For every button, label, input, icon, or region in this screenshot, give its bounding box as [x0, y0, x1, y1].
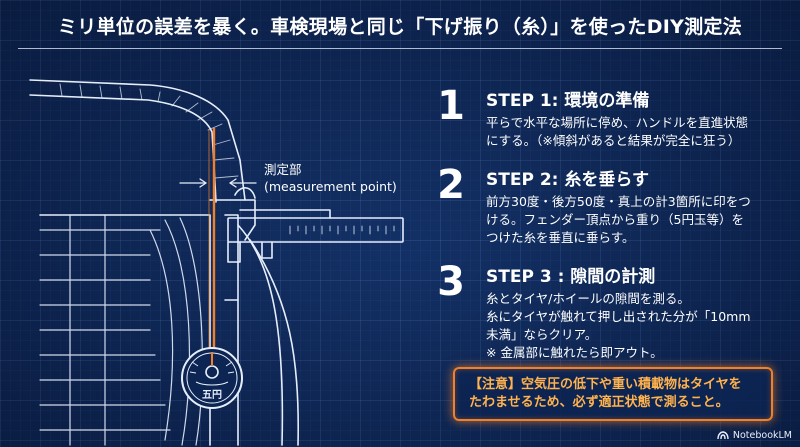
step-1-title: STEP 1: 環境の準備	[486, 91, 650, 111]
measurement-point-label-ja: 測定部	[264, 162, 302, 177]
step-3-title: STEP 3 : 隙間の計測	[486, 267, 656, 287]
measurement-point-label-en: (measurement point)	[264, 179, 397, 194]
notebooklm-icon	[717, 431, 729, 440]
fender-measurement-illustration: 五円	[29, 79, 404, 446]
coin-text: 五円	[202, 389, 222, 401]
step-2: 2 STEP 2: 糸を垂らす 前方30度・後方50度・真上の計3箇所に印をつ …	[436, 163, 786, 245]
step-2-number: 2	[437, 162, 465, 208]
fender-outline	[29, 79, 246, 201]
step-1-number: 1	[437, 83, 465, 129]
plumb-thread	[208, 128, 216, 355]
step-2-title: STEP 2: 糸を垂らす	[486, 170, 650, 190]
title-divider	[18, 48, 782, 49]
step-3-body: 糸とタイヤ/ホイールの隙間を測る。 糸にタイヤが触れて押し出された分が「10mm…	[486, 291, 751, 360]
step-1-body: 平らで水平な場所に停め、ハンドルを直進状態 にする。（※傾斜があると結果が完全に…	[486, 115, 749, 148]
step-3-number: 3	[437, 259, 465, 305]
fender-inner	[29, 94, 217, 203]
step-3: 3 STEP 3 : 隙間の計測 糸とタイヤ/ホイールの隙間を測る。 糸にタイヤ…	[436, 260, 786, 360]
page-title: ミリ単位の誤差を暴く。車検現場と同じ「下げ振り（糸）」を使ったDIY測定法	[57, 16, 743, 38]
step-1: 1 STEP 1: 環境の準備 平らで水平な場所に停め、ハンドルを直進状態 にす…	[436, 84, 786, 150]
step-2-body: 前方30度・後方50度・真上の計3箇所に印をつ ける。フェンダー頂点から重り（5…	[486, 194, 751, 245]
warning-text: 【注意】空気圧の低下や重い積載物はタイヤを たわませるため、必ず適正状態で測るこ…	[469, 377, 742, 410]
measurement-arrows	[179, 178, 257, 188]
wheel-rim	[224, 214, 239, 446]
warning-box: 【注意】空気圧の低下や重い積載物はタイヤを たわませるため、必ず適正状態で測るこ…	[453, 367, 773, 421]
measurement-point-label: 測定部 (measurement point)	[264, 161, 397, 195]
vernier-caliper	[227, 209, 404, 263]
notebooklm-logo: NotebookLM	[717, 430, 792, 441]
five-yen-coin-weight	[181, 347, 243, 409]
logo-text: NotebookLM	[732, 430, 792, 441]
